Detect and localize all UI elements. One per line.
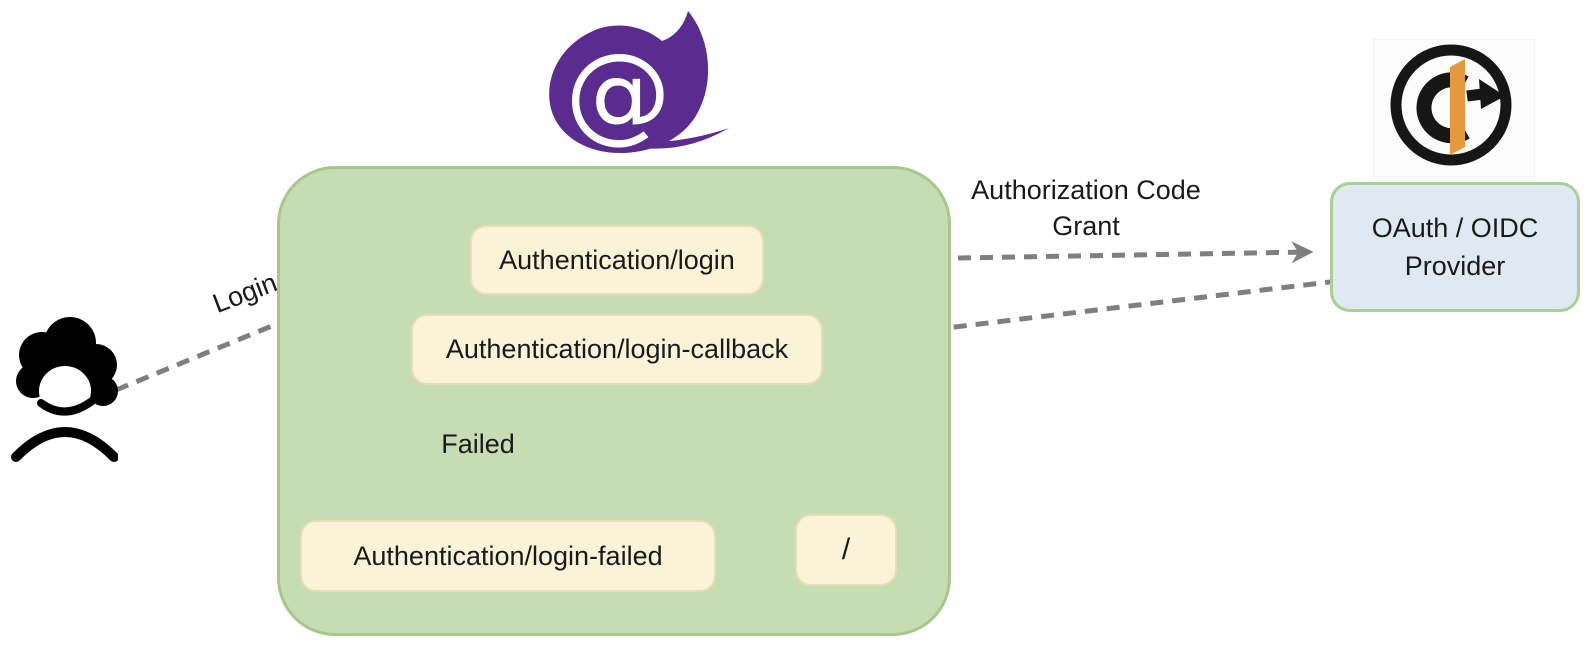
route-login-box: Authentication/login — [470, 225, 764, 295]
route-home-label: / — [841, 533, 851, 566]
authorization-code-grant-label: Authorization Code Grant — [971, 175, 1201, 241]
blazor-app-container: Authentication/login Authentication/logi… — [277, 166, 951, 636]
route-login-label: Authentication/login — [499, 244, 735, 275]
user-icon — [8, 313, 119, 463]
login-edge-label: Login — [208, 267, 282, 319]
blazor-at-glyph: @ — [565, 31, 671, 154]
route-login-callback-label: Authentication/login-callback — [445, 334, 789, 364]
openid-connect-icon — [1372, 38, 1536, 178]
route-login-failed-box: Authentication/login-failed — [300, 520, 716, 592]
blazor-flame-icon: @ — [543, 8, 745, 156]
route-login-failed-label: Authentication/login-failed — [353, 540, 663, 571]
route-login-callback-box: Authentication/login-callback — [411, 314, 823, 385]
failed-edge-label: Failed — [441, 429, 515, 459]
oauth-oidc-provider-label: OAuth / OIDC Provider — [1371, 213, 1539, 281]
oauth-oidc-provider-box: OAuth / OIDC Provider — [1330, 182, 1580, 312]
route-home-box: / — [795, 514, 897, 586]
